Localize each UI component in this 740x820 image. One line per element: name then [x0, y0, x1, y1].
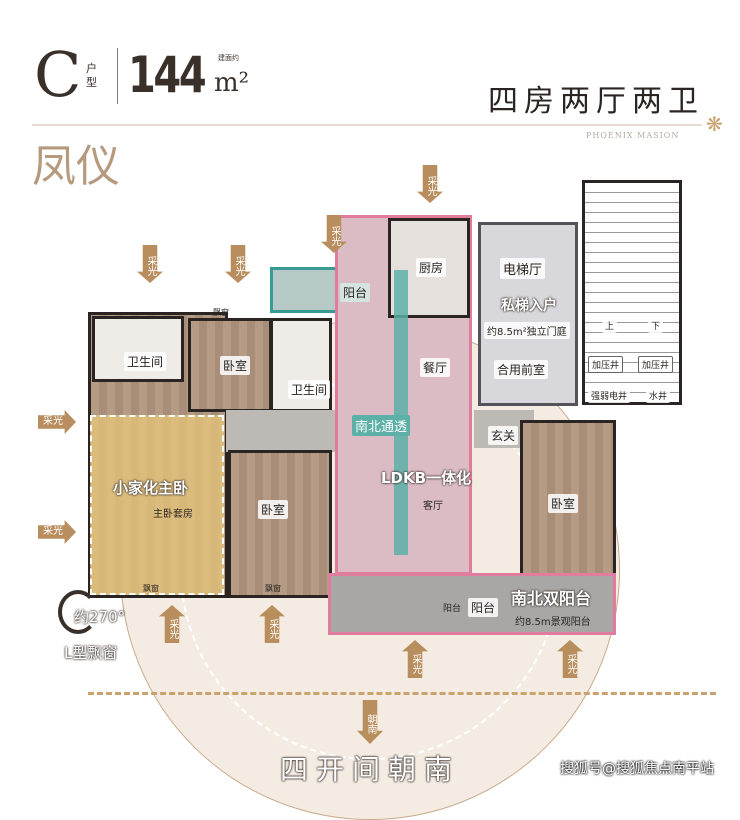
label-balcony-s: 阳台 — [468, 598, 499, 617]
through-bar — [394, 270, 408, 555]
bedroom-mid — [228, 450, 332, 598]
label-bay2: 飘窗 — [143, 584, 159, 593]
label-master-sub: 主卧套房 — [153, 509, 193, 520]
bathroom-1 — [92, 316, 184, 382]
label-living: 客厅 — [423, 501, 443, 512]
label-power: 强弱电井 — [588, 388, 631, 403]
master-bay-zone — [90, 415, 224, 595]
label-bay1: 飘窗 — [213, 308, 229, 317]
label-dining: 餐厅 — [420, 358, 451, 377]
header-divider — [117, 48, 118, 104]
label-private-entry: 私梯入户 — [501, 298, 557, 314]
rotate-arrow-icon — [58, 590, 98, 634]
layout-title: 四房两厅两卫 — [488, 84, 704, 119]
corridor — [226, 410, 338, 452]
label-press1: 加压井 — [588, 356, 624, 373]
light-arrow: 采光 — [38, 520, 76, 544]
header-rule — [32, 124, 702, 126]
label-master: 小家化主卧 — [113, 479, 189, 497]
frontage-dashed-line — [88, 692, 716, 695]
area-prefix: 建面约 — [218, 54, 239, 62]
label-balcony-s-small: 阳台 — [443, 604, 462, 614]
label-through: 南北通透 — [352, 415, 411, 436]
light-arrow: 采光 — [137, 245, 163, 283]
unit-area: 144 — [128, 46, 207, 104]
label-entry: 玄关 — [488, 426, 519, 445]
label-bay3: 飘窗 — [265, 584, 281, 593]
light-arrow: 采光 — [225, 245, 251, 283]
unit-word: 户型 — [86, 62, 97, 89]
unit-letter: C — [34, 38, 82, 111]
label-water: 水井 — [646, 388, 671, 403]
label-bath1: 卫生间 — [124, 352, 167, 371]
watermark: 搜狐号@搜狐焦点南平站 — [560, 761, 714, 777]
light-arrow: 采光 — [417, 165, 443, 203]
label-kitchen: 厨房 — [416, 258, 447, 277]
label-down: 下 — [648, 318, 664, 333]
label-bed-top: 卧室 — [220, 356, 251, 375]
label-press2: 加压井 — [638, 356, 674, 373]
project-name: 凤仪 — [32, 141, 120, 192]
label-foyer-note: 约8.5m²独立门庭 — [484, 322, 570, 339]
headline: 四开间朝南 — [280, 753, 461, 786]
label-double-balcony: 南北双阳台 — [511, 589, 592, 608]
label-lift-hall: 电梯厅 — [500, 258, 546, 279]
label-bath2: 卫生间 — [288, 380, 331, 399]
label-balcony-note: 约8.5m景观阳台 — [515, 617, 591, 628]
bay-window-label: L型飘窗 — [64, 644, 118, 662]
light-arrow: 采光 — [38, 410, 76, 434]
label-up: 上 — [602, 318, 618, 333]
label-ldkb: LDKB一体化 — [381, 469, 472, 487]
fan-icon: ❋ — [706, 112, 723, 136]
label-shared-lobby: 合用前室 — [494, 360, 549, 379]
brand-en: PHOENIX MASION — [586, 131, 680, 140]
area-unit: m² — [214, 68, 250, 98]
label-bed-right: 卧室 — [548, 494, 579, 513]
label-bed-mid: 卧室 — [258, 500, 289, 519]
angle-label: 约270° — [74, 608, 126, 626]
label-balcony-n: 阳台 — [340, 283, 371, 302]
